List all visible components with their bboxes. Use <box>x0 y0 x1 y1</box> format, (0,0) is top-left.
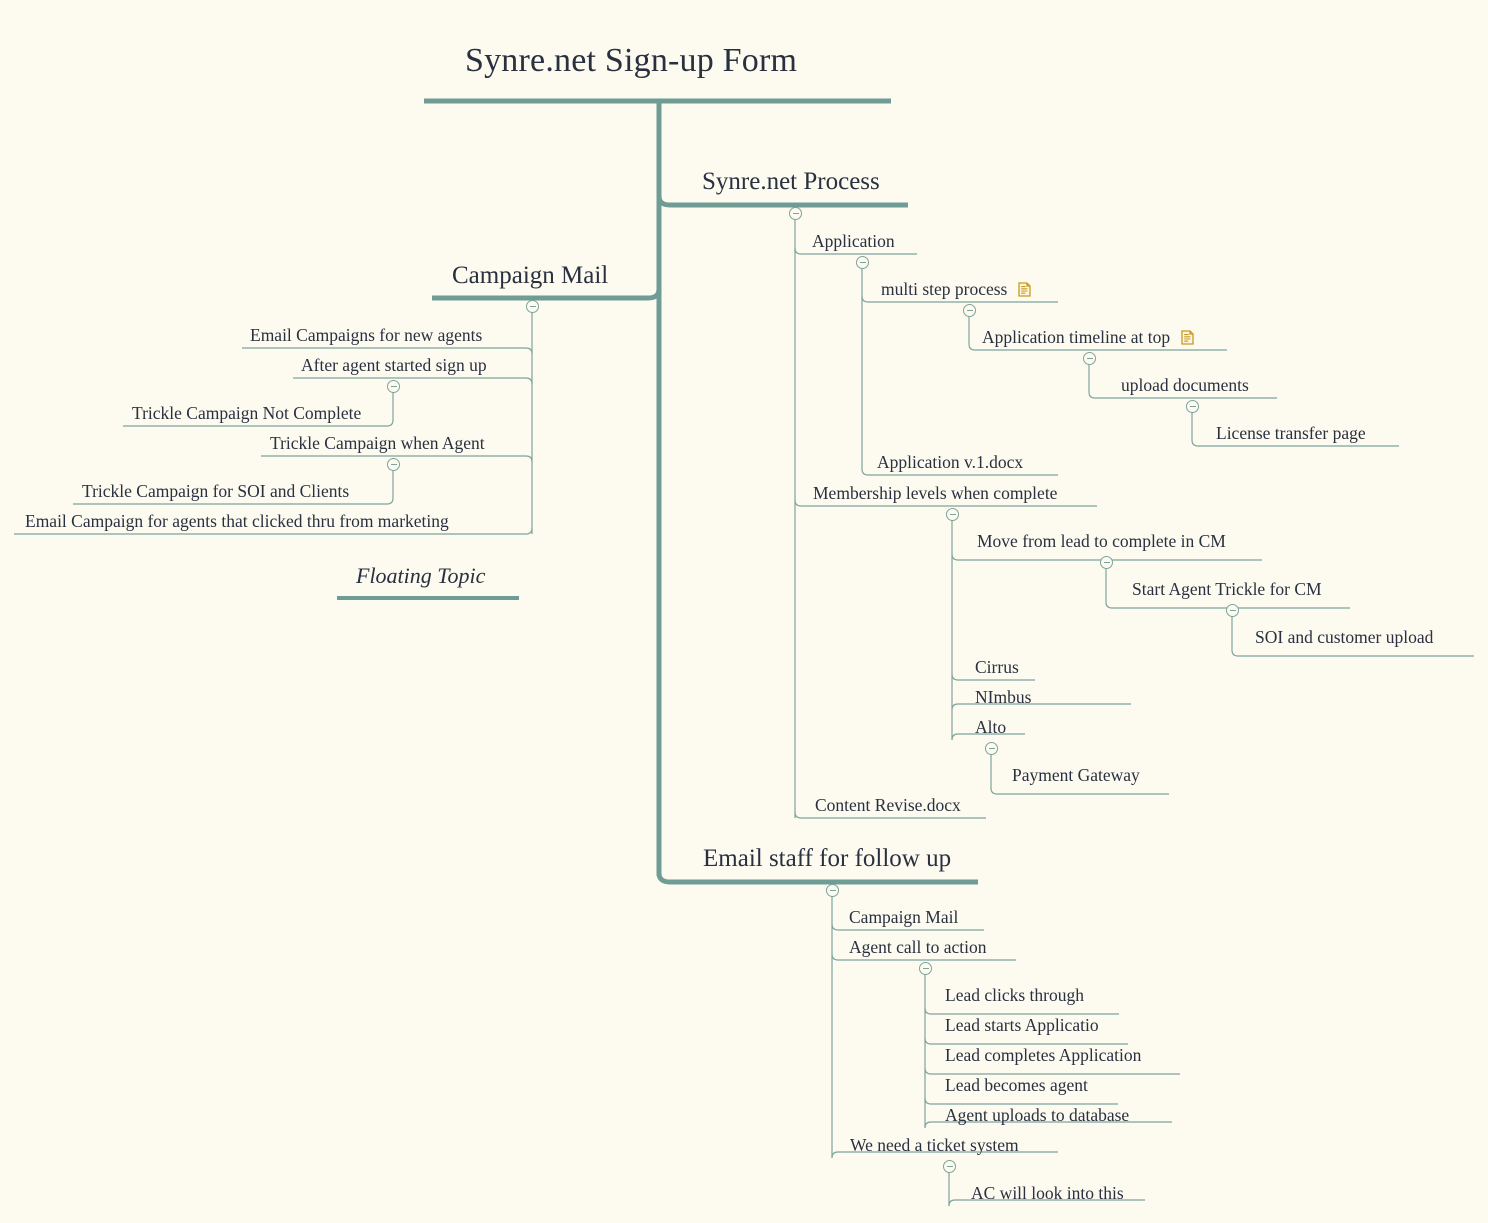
topic-email-campaign-clicked-thru[interactable]: Email Campaign for agents that clicked t… <box>21 511 453 535</box>
collapse-toggle-icon[interactable] <box>856 256 869 269</box>
branch-synre-net-process-label: Synre.net Process <box>702 168 880 195</box>
topic-label: Payment Gateway <box>1012 765 1140 785</box>
collapse-toggle-icon[interactable] <box>387 380 400 393</box>
topic-label: upload documents <box>1121 375 1249 395</box>
topic-move-from-lead-to-complete-in-cm[interactable]: Move from lead to complete in CM <box>973 531 1230 555</box>
topic-label: Trickle Campaign when Agent <box>270 433 485 453</box>
topic-label: License transfer page <box>1216 423 1366 443</box>
topic-label: After agent started sign up <box>301 355 487 375</box>
collapse-toggle-icon[interactable] <box>963 304 976 317</box>
topic-label: Lead becomes agent <box>945 1075 1088 1095</box>
topic-label: Application timeline at top <box>982 327 1171 347</box>
collapse-toggle-icon[interactable] <box>387 458 400 471</box>
root-topic-label: Synre.net Sign-up Form <box>465 42 798 79</box>
topic-cirrus[interactable]: Cirrus <box>971 657 1023 681</box>
topic-label: Agent call to action <box>849 937 987 957</box>
collapse-toggle-icon[interactable] <box>1186 400 1199 413</box>
topic-label: Alto <box>975 717 1007 737</box>
topic-agent-uploads-to-database[interactable]: Agent uploads to database <box>941 1105 1133 1129</box>
topic-lead-becomes-agent[interactable]: Lead becomes agent <box>941 1075 1092 1099</box>
topic-membership-levels-when-complete[interactable]: Membership levels when complete <box>809 483 1061 507</box>
topic-label: Content Revise.docx <box>815 795 961 815</box>
topic-start-agent-trickle-for-cm[interactable]: Start Agent Trickle for CM <box>1128 579 1326 603</box>
collapse-toggle-icon[interactable] <box>789 207 802 220</box>
floating-topic-label: Floating Topic <box>356 563 486 588</box>
topic-agent-call-to-action[interactable]: Agent call to action <box>845 937 991 961</box>
topic-nimbus[interactable]: NImbus <box>971 687 1035 711</box>
topic-we-need-a-ticket-system[interactable]: We need a ticket system <box>846 1135 1023 1159</box>
collapse-toggle-icon[interactable] <box>1226 604 1239 617</box>
topic-alto[interactable]: Alto <box>971 717 1010 741</box>
collapse-toggle-icon[interactable] <box>526 300 539 313</box>
branch-campaign-mail-label: Campaign Mail <box>452 262 609 289</box>
topic-label: multi step process <box>881 279 1008 299</box>
topic-label: Application <box>812 231 895 251</box>
topic-label: Start Agent Trickle for CM <box>1132 579 1322 599</box>
topic-label: NImbus <box>975 687 1032 707</box>
collapse-toggle-icon[interactable] <box>943 1160 956 1173</box>
topic-label: Campaign Mail <box>849 907 959 927</box>
topic-ac-will-look-into-this[interactable]: AC will look into this <box>967 1183 1128 1207</box>
topic-label: Trickle Campaign for SOI and Clients <box>82 481 350 501</box>
topic-content-revise-docx[interactable]: Content Revise.docx <box>811 795 965 819</box>
branch-synre-net-process[interactable]: Synre.net Process <box>694 168 888 201</box>
note-icon[interactable] <box>1181 330 1194 345</box>
topic-trickle-campaign-not-complete[interactable]: Trickle Campaign Not Complete <box>128 403 365 427</box>
floating-topic[interactable]: Floating Topic <box>348 563 493 594</box>
collapse-toggle-icon[interactable] <box>985 742 998 755</box>
topic-trickle-campaign-soi-clients[interactable]: Trickle Campaign for SOI and Clients <box>78 481 353 505</box>
branch-email-staff-follow-up[interactable]: Email staff for follow up <box>695 845 959 878</box>
topic-campaign-mail-followup[interactable]: Campaign Mail <box>845 907 962 931</box>
topic-trickle-campaign-when-agent[interactable]: Trickle Campaign when Agent <box>266 433 489 457</box>
topic-label: Email Campaigns for new agents <box>250 325 483 345</box>
topic-label: Agent uploads to database <box>945 1105 1130 1125</box>
topic-upload-documents[interactable]: upload documents <box>1117 375 1253 399</box>
topic-label: AC will look into this <box>971 1183 1124 1203</box>
topic-label: We need a ticket system <box>850 1135 1019 1155</box>
topic-label: SOI and customer upload <box>1255 627 1434 647</box>
collapse-toggle-icon[interactable] <box>1100 556 1113 569</box>
topic-lead-starts-application[interactable]: Lead starts Applicatio <box>941 1015 1103 1039</box>
branch-campaign-mail[interactable]: Campaign Mail <box>444 262 616 295</box>
topic-label: Lead clicks through <box>945 985 1084 1005</box>
note-icon[interactable] <box>1018 282 1032 297</box>
topic-payment-gateway[interactable]: Payment Gateway <box>1008 765 1144 789</box>
topic-after-agent-started-sign-up[interactable]: After agent started sign up <box>297 355 491 379</box>
topic-multi-step-process[interactable]: multi step process <box>877 279 1032 300</box>
topic-label: Move from lead to complete in CM <box>977 531 1226 551</box>
topic-label: Email Campaign for agents that clicked t… <box>25 511 449 531</box>
collapse-toggle-icon[interactable] <box>946 508 959 521</box>
topic-email-campaigns-new-agents[interactable]: Email Campaigns for new agents <box>246 325 486 349</box>
topic-lead-clicks-through[interactable]: Lead clicks through <box>941 985 1088 1009</box>
topic-license-transfer-page[interactable]: License transfer page <box>1212 423 1370 447</box>
topic-application-v1-docx[interactable]: Application v.1.docx <box>873 452 1027 476</box>
topic-label: Trickle Campaign Not Complete <box>132 403 362 423</box>
branch-email-staff-follow-up-label: Email staff for follow up <box>703 845 952 872</box>
topic-label: Membership levels when complete <box>813 483 1058 503</box>
topic-soi-and-customer-upload[interactable]: SOI and customer upload <box>1251 627 1437 651</box>
collapse-toggle-icon[interactable] <box>1083 352 1096 365</box>
topic-application-timeline-at-top[interactable]: Application timeline at top <box>978 327 1194 348</box>
topic-label: Cirrus <box>975 657 1019 677</box>
collapse-toggle-icon[interactable] <box>826 884 839 897</box>
topic-label: Lead completes Application <box>945 1045 1142 1065</box>
topic-application[interactable]: Application <box>808 231 899 255</box>
topic-lead-completes-application[interactable]: Lead completes Application <box>941 1045 1145 1069</box>
topic-label: Application v.1.docx <box>877 452 1024 472</box>
topic-label: Lead starts Applicatio <box>945 1015 1099 1035</box>
root-topic[interactable]: Synre.net Sign-up Form <box>455 42 807 86</box>
collapse-toggle-icon[interactable] <box>919 962 932 975</box>
